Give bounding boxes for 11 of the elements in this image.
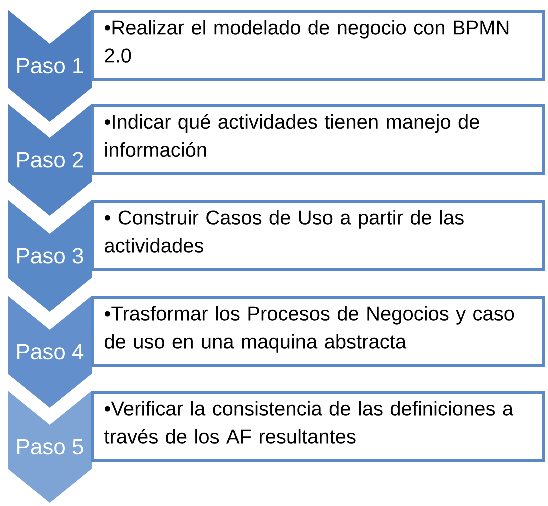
text-box: • Construir Casos de Uso a partir de las actividades: [92, 200, 546, 272]
text-box: •Indicar qué actividades tienen manejo de información: [92, 104, 546, 176]
node-label: Paso 3: [18, 248, 84, 264]
step-banner: Paso 1: [8, 10, 92, 122]
text-box: •Realizar el modelado de negocio con BPMN 2.0: [92, 10, 546, 82]
step-banner: Paso 4: [8, 296, 92, 408]
text-box: •Trasformar los Procesos de Negocios y caso de uso en una maquina abstracta: [92, 296, 546, 368]
text-box: •Verificar la consistencia de las definiciones a través de los AF resultantes: [92, 392, 546, 462]
step-banner: Paso 3: [8, 200, 92, 312]
step-banner: Paso 5: [8, 391, 92, 503]
step-banner: Paso 2: [8, 104, 92, 216]
